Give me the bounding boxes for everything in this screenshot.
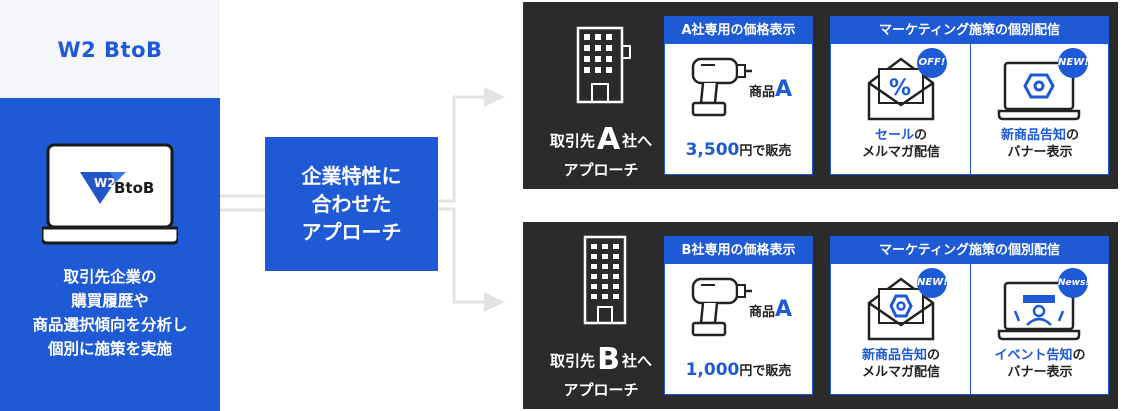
marketing-card-title: マーケティング施策の個別配信 <box>831 17 1108 44</box>
new-badge: NEW! <box>917 268 948 298</box>
center-line: 企業特性に <box>301 164 402 188</box>
new-product-mail-icon <box>867 277 935 341</box>
marketing-card-a: マーケティング施策の個別配信 % OFF! セールの メルマガ配信 NEW! 新… <box>830 16 1109 175</box>
caption-new-mail: 新商品告知の メルマガ配信 <box>861 348 941 380</box>
caption-event-banner: イベント告知の バナー表示 <box>994 348 1086 380</box>
description-line: 購買履歴や <box>71 292 149 310</box>
logo-mark-text: W2 <box>94 176 116 190</box>
description-line: 取引先企業の <box>63 268 157 286</box>
brand-header-area <box>0 0 220 98</box>
news-badge: News! <box>1058 268 1089 298</box>
center-approach-box: 企業特性に 合わせた アプローチ <box>265 137 438 271</box>
office-building-icon <box>576 26 631 104</box>
price-card-title: A社専用の価格表示 <box>665 17 812 44</box>
brand-title: W2 BtoB <box>57 38 163 62</box>
description-line: 個別に施策を実施 <box>47 340 172 358</box>
product-label: 商品A <box>749 77 793 102</box>
off-badge: OFF! <box>917 48 947 78</box>
event-banner-icon <box>997 281 1081 341</box>
card-divider <box>970 44 971 175</box>
price-text: 3,500円で販売 <box>685 140 792 160</box>
power-drill-icon <box>691 277 752 337</box>
caption-sale-mail: セールの メルマガ配信 <box>861 128 940 160</box>
laptop-banner-icon <box>997 61 1081 121</box>
sale-mail-icon: % <box>867 57 935 121</box>
marketing-card-b: マーケティング施策の個別配信 NEW! 新商品告知の メルマガ配信 News! … <box>830 236 1109 395</box>
price-card-a: A社専用の価格表示 商品A 3,500円で販売 <box>664 16 813 175</box>
new-badge: NEW! <box>1058 48 1089 78</box>
center-line: 合わせた <box>311 192 392 216</box>
arrow-right-icon <box>484 292 505 312</box>
laptop-icon: W2 BtoB <box>42 143 178 245</box>
product-label: 商品A <box>749 297 793 322</box>
power-drill-icon <box>691 57 752 117</box>
svg-text:%: % <box>889 76 911 101</box>
price-card-title: B社専用の価格表示 <box>665 237 812 264</box>
arrow-right-icon <box>484 87 505 107</box>
price-card-b: B社専用の価格表示 商品A 1,000円で販売 <box>664 236 813 395</box>
tall-building-icon <box>583 235 627 325</box>
description-line: 商品選択傾向を分析し <box>32 316 188 334</box>
left-description: 取引先企業の 購買履歴や 商品選択傾向を分析し 個別に施策を実施 <box>0 265 220 361</box>
w2-logo-mark-icon <box>80 172 122 204</box>
center-line: アプローチ <box>301 220 402 244</box>
caption-new-banner: 新商品告知の バナー表示 <box>1000 128 1080 160</box>
price-text: 1,000円で販売 <box>685 360 792 380</box>
marketing-card-title: マーケティング施策の個別配信 <box>831 237 1108 264</box>
logo-text: BtoB <box>114 179 154 197</box>
card-divider <box>970 264 971 395</box>
